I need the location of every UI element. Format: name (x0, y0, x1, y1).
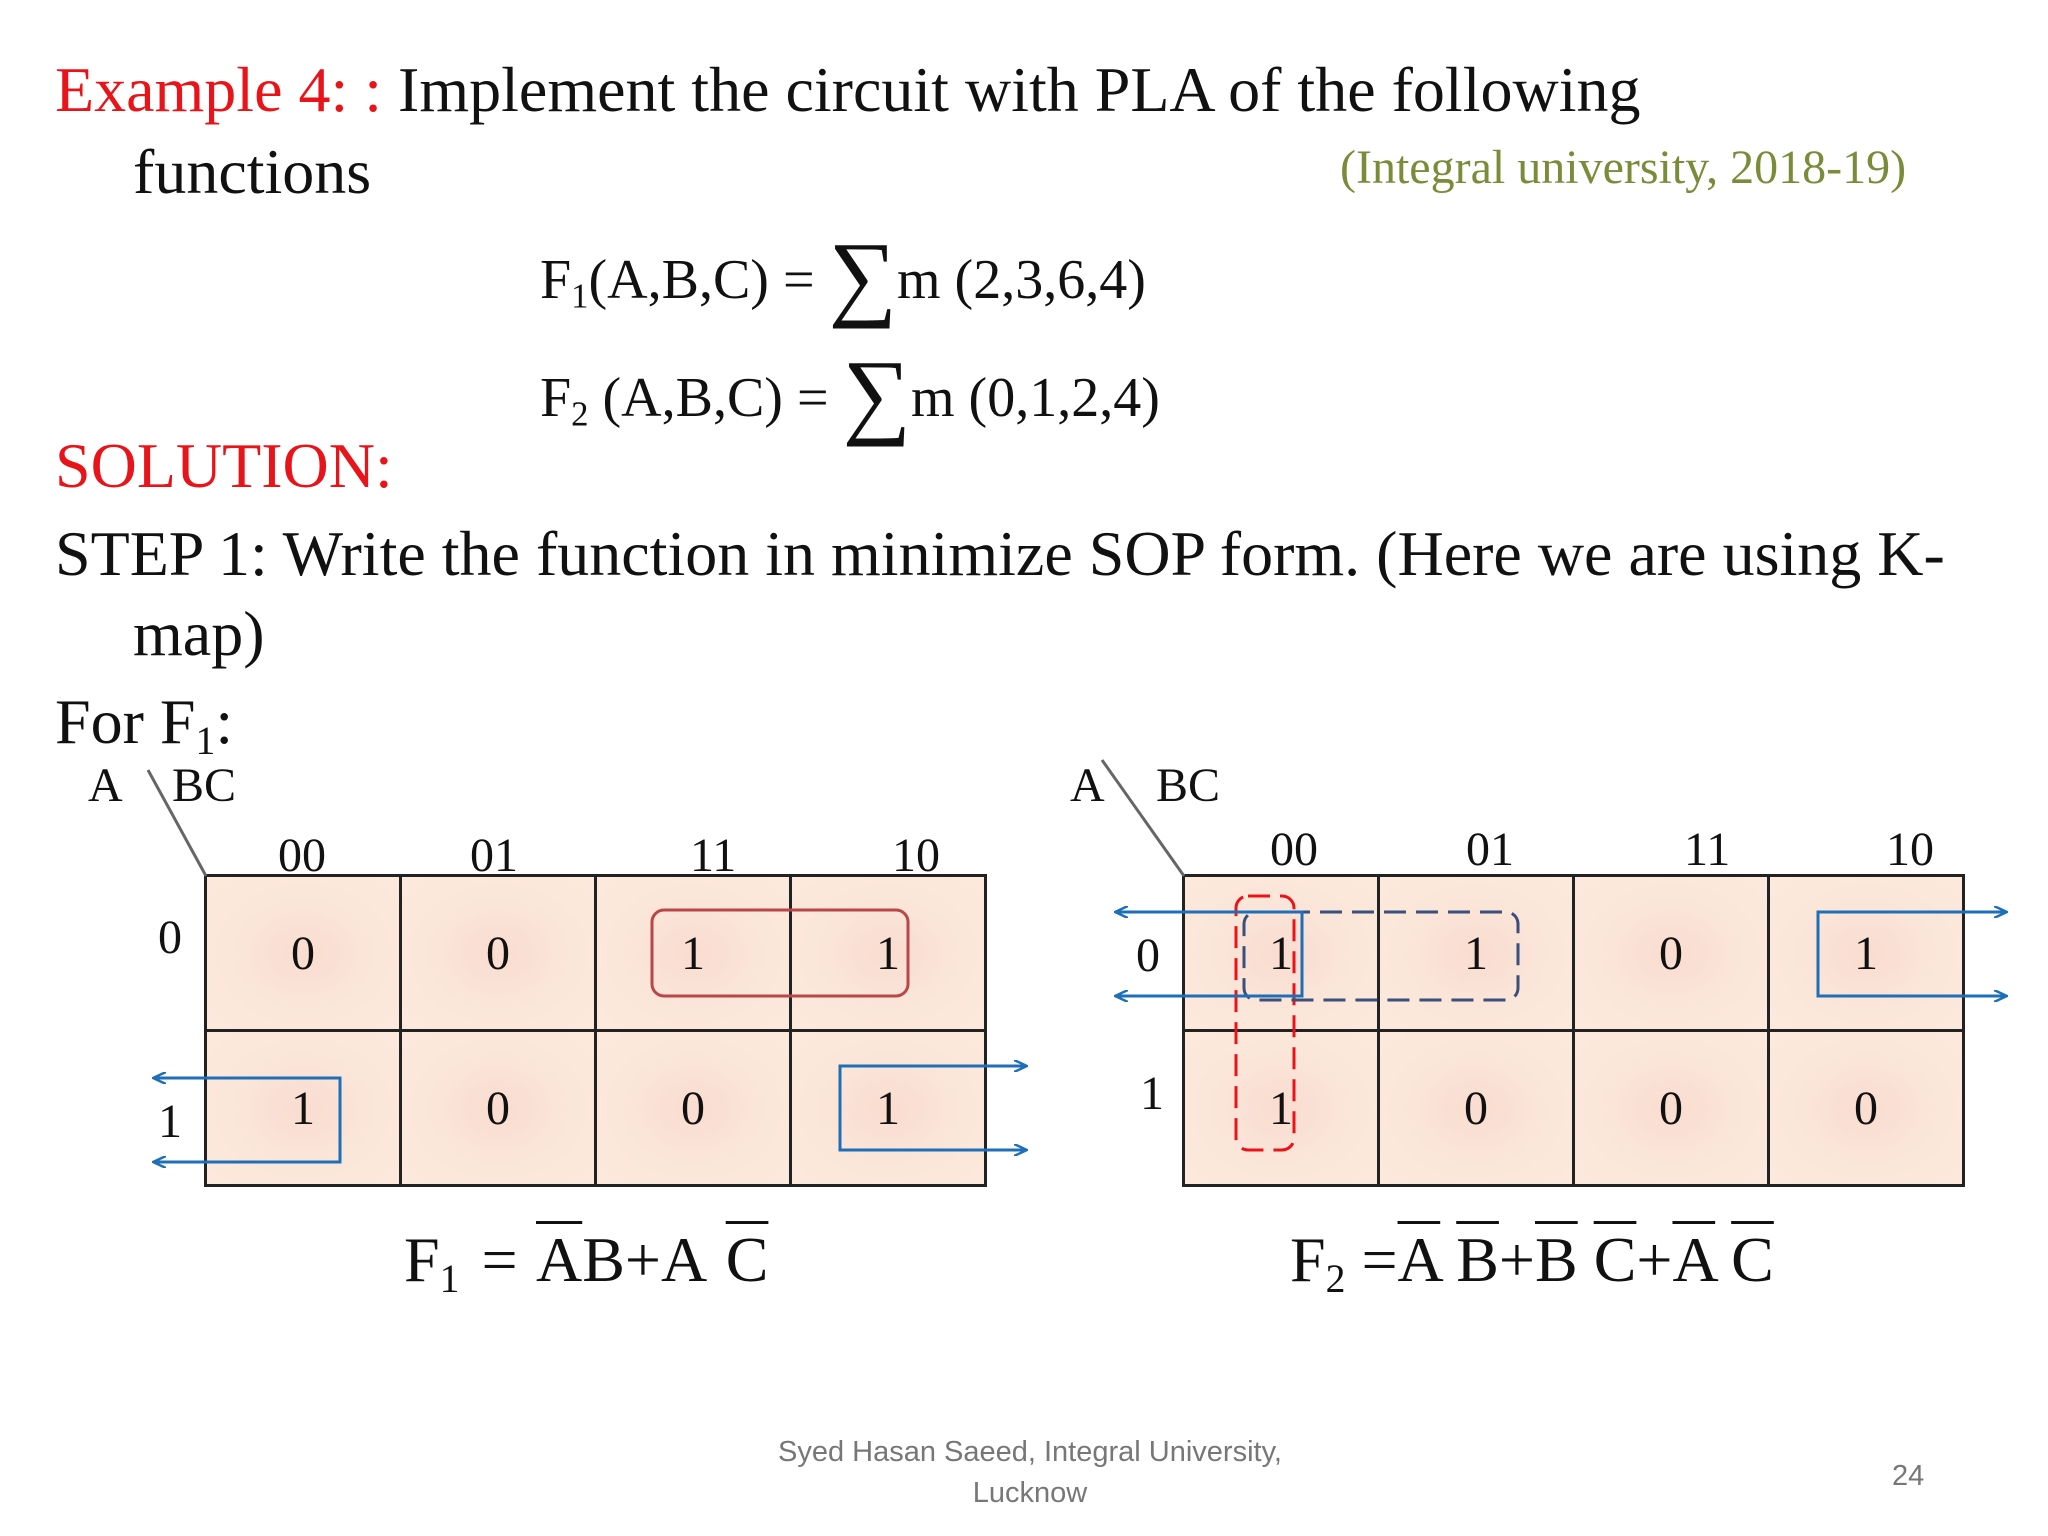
for-f1-colon: : (215, 686, 234, 757)
example-label: Example 4: : (55, 54, 383, 125)
result-f2-plus2: + (1636, 1224, 1673, 1295)
step1-line1: STEP 1: Write the function in minimize S… (55, 518, 1945, 589)
kmap-right-col-var: BC (1156, 759, 1221, 812)
kmap-right-col-01: 01 (1466, 823, 1514, 876)
equation-f1: F1(A,B,C) = ∑m (2,3,6,4) (540, 218, 1146, 324)
footer-author-line1: Syed Hasan Saeed, Integral University, (777, 1436, 1282, 1468)
title-line1: Implement the circuit with PLA of the fo… (398, 54, 1641, 125)
kmap-right-col-11: 11 (1684, 823, 1731, 876)
kmap-right-row-var: A (1070, 759, 1105, 812)
result-f2-term3-a: A (1672, 1224, 1716, 1295)
result-f2: F2 =A B+B C+A C (1290, 1228, 1774, 1300)
f2-group-AbarBbar (1242, 910, 1520, 1002)
kmap-left-row-0: 0 (158, 911, 182, 964)
result-f1-plus: + (624, 1224, 661, 1295)
f1-group-ABbar (650, 908, 910, 998)
page-number: 24 (1892, 1460, 1925, 1492)
f2-sub: 2 (571, 394, 589, 434)
result-f1-eq: = (481, 1224, 518, 1295)
footer-author: Syed Hasan Saeed, Integral University, L… (740, 1432, 1320, 1513)
f2-name: F (540, 367, 572, 429)
f1-sub: 1 (571, 276, 589, 316)
kmap-right-cell: 0 (1377, 1029, 1575, 1187)
f2-sigma: ∑ (842, 340, 911, 447)
kmap-right-diagonal (1100, 759, 1186, 877)
kmap-left-row-1: 1 (158, 1095, 182, 1148)
equation-f2: F2 (A,B,C) = ∑m (0,1,2,4) (540, 336, 1160, 442)
kmap-right-col-10: 10 (1886, 823, 1934, 876)
f2-group-wrap-left (1118, 910, 1304, 998)
result-f2-term2-a: B (1535, 1224, 1578, 1295)
f2-group-BbarCbar (1234, 894, 1296, 1152)
kmap-left-row-var: A (88, 759, 123, 812)
kmap-left-col-var: BC (172, 759, 237, 812)
kmap-right-cell: 1 (1182, 1029, 1380, 1187)
f2-group-wrap-right (1816, 910, 2006, 998)
result-f2-term3-b: C (1731, 1224, 1774, 1295)
result-f1-term1-a: A (536, 1224, 583, 1295)
footer-author-line2: Lucknow (972, 1476, 1088, 1509)
result-f2-term2-b: C (1593, 1224, 1637, 1295)
kmap-right-cell: 1 (1377, 874, 1575, 1032)
result-f1-lhs: F (404, 1224, 440, 1295)
slide-title: Example 4: : Implement the circuit with … (55, 58, 1640, 122)
kmap-left-cell: 0 (594, 1029, 792, 1187)
result-f2-sub: 2 (1325, 1257, 1346, 1302)
result-f2-plus1: + (1498, 1224, 1535, 1295)
for-f1-label: For F1: (55, 690, 233, 762)
kmap-right-cell: 1 (1767, 874, 1965, 1032)
f1-group-wrap-left (156, 1076, 342, 1164)
kmap-left-cell: 0 (399, 1029, 597, 1187)
result-f1-term1-b: B (582, 1224, 625, 1295)
kmap-right-col-00: 00 (1270, 823, 1318, 876)
source-citation: (Integral university, 2018-19) (1340, 141, 1907, 194)
f2-terms: m (0,1,2,4) (910, 367, 1160, 429)
kmap-right-cell: 0 (1572, 1029, 1770, 1187)
kmap-left-cell: 1 (204, 1029, 402, 1187)
kmap-left-cell: 0 (399, 874, 597, 1032)
for-f1-text: For F (55, 686, 196, 757)
kmap-left-diagonal (146, 769, 208, 877)
kmap-left-col-00: 00 (278, 829, 326, 882)
f1-group-wrap-right (838, 1064, 1026, 1152)
result-f2-eq: = (1361, 1224, 1398, 1295)
kmap-left-col-10: 10 (892, 829, 940, 882)
f2-args: (A,B,C) = (588, 367, 829, 429)
for-f1-sub: 1 (195, 719, 216, 764)
kmap-left-cell: 1 (789, 874, 987, 1032)
kmap-right-row: 1 0 0 0 (1182, 1029, 1965, 1187)
title-line2: functions (133, 136, 372, 207)
kmap-right-cell: 0 (1572, 874, 1770, 1032)
result-f1-term2-b: C (725, 1224, 769, 1295)
kmap-left-grid: 0 0 1 1 1 0 0 1 (204, 874, 987, 1187)
f1-sigma: ∑ (828, 222, 897, 329)
kmap-right-row-1: 1 (1140, 1067, 1164, 1120)
solution-label: SOLUTION: (55, 430, 393, 501)
kmap-left-cell: 0 (204, 874, 402, 1032)
kmap-right-grid: 1 1 0 1 1 0 0 0 (1182, 874, 1965, 1187)
kmap-right-cell: 0 (1767, 1029, 1965, 1187)
kmap-left-col-11: 11 (690, 829, 737, 882)
f1-name: F (540, 249, 572, 311)
result-f2-term1-b: B (1456, 1224, 1499, 1295)
kmap-left-row: 1 0 0 1 (204, 1029, 987, 1187)
kmap-left-cell: 1 (789, 1029, 987, 1187)
step1-line2: map) (133, 598, 265, 669)
f1-args: (A,B,C) = (588, 249, 815, 311)
kmap-left-col-01: 01 (470, 829, 518, 882)
result-f2-term1-a: A (1397, 1224, 1441, 1295)
kmap-right-row-0: 0 (1136, 929, 1160, 982)
result-f2-lhs: F (1290, 1224, 1326, 1295)
kmap-right-row: 1 1 0 1 (1182, 874, 1965, 1032)
result-f1-sub: 1 (439, 1257, 460, 1302)
result-f1: F1 = AB+A C (404, 1228, 768, 1300)
result-f1-term2-a: A (661, 1224, 704, 1295)
f1-terms: m (2,3,6,4) (896, 249, 1146, 311)
kmap-left-cell: 1 (594, 874, 792, 1032)
kmap-right-cell: 1 (1182, 874, 1380, 1032)
kmap-left-row: 0 0 1 1 (204, 874, 987, 1032)
